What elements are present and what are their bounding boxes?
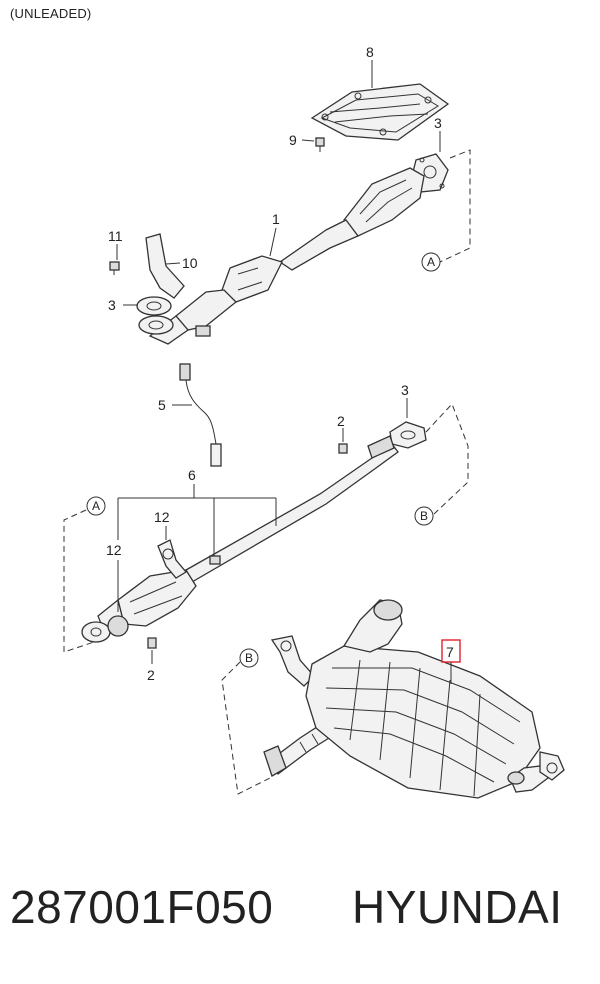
callout-12-lower: 12 (106, 542, 122, 558)
callout-6: 6 (188, 467, 196, 483)
part-number: 287001F050 (10, 881, 274, 933)
callout-10: 10 (182, 255, 198, 271)
bolt-2-mid[interactable] (338, 443, 348, 454)
oxygen-sensor-5[interactable] (179, 363, 222, 467)
connector-a-left: A (92, 499, 100, 513)
brand-name: HYUNDAI (352, 881, 563, 933)
callout-2-lower: 2 (147, 667, 155, 683)
callout-7: 7 (446, 644, 454, 660)
callout-3-top: 3 (434, 115, 442, 131)
gasket-3-mid[interactable] (389, 421, 427, 449)
bracket-10[interactable] (145, 233, 185, 299)
bolt-9[interactable] (315, 137, 325, 152)
connector-b-mid: B (420, 509, 428, 523)
connector-a-top: A (427, 255, 435, 269)
front-pipe-assembly[interactable] (148, 167, 425, 345)
gasket-3-left[interactable] (136, 296, 174, 335)
exhaust-parts-diagram: 8 9 3 1 10 11 (63, 44, 565, 799)
callout-9: 9 (289, 132, 297, 148)
callout-2-mid: 2 (337, 413, 345, 429)
center-pipe-assembly[interactable] (81, 435, 399, 643)
callout-3-left: 3 (108, 297, 116, 313)
rear-muffler-7[interactable] (263, 599, 565, 799)
callout-12-upper: 12 (154, 509, 170, 525)
diagram-title: (UNLEADED) (10, 6, 92, 21)
bolt-2-lower[interactable] (147, 637, 157, 649)
connector-b-bottom: B (245, 651, 253, 665)
bolt-11[interactable] (109, 261, 120, 275)
callout-5: 5 (158, 397, 166, 413)
callout-11: 11 (108, 228, 123, 244)
callout-8: 8 (366, 44, 374, 60)
heat-shield[interactable] (310, 83, 450, 141)
callout-3-mid: 3 (401, 382, 409, 398)
callout-1: 1 (272, 211, 280, 227)
